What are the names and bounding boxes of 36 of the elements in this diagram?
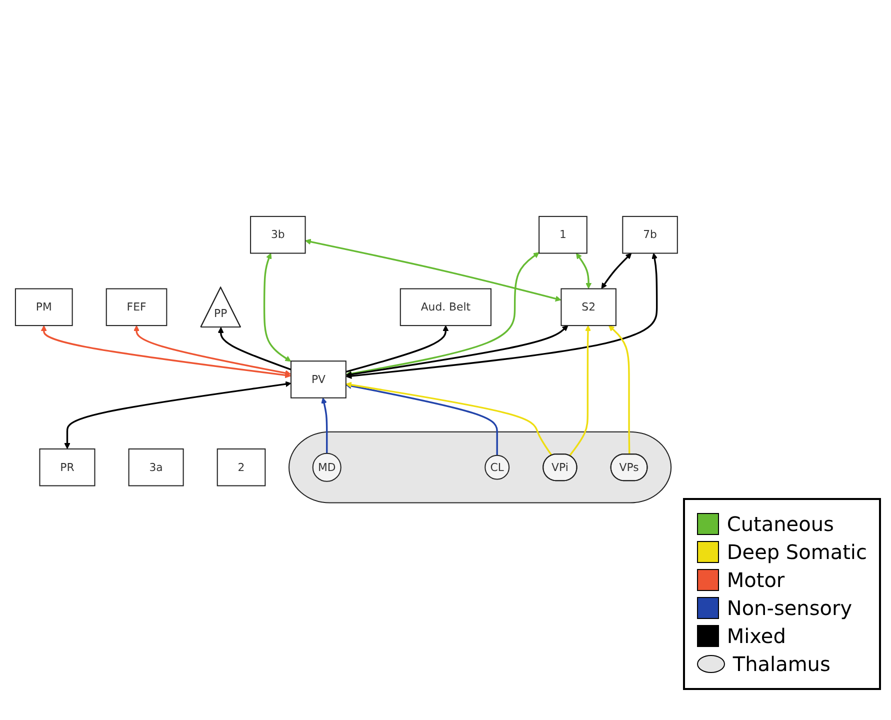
arrow: [305, 239, 562, 302]
legend-label: Motor: [726, 568, 785, 592]
arrow: [608, 326, 630, 455]
arrow: [40, 326, 292, 379]
node-box: PV: [290, 360, 346, 399]
node-box: Aud. Belt: [400, 288, 492, 326]
legend-label: Thalamus: [732, 652, 830, 676]
arrow: [134, 326, 292, 376]
legend-label: Non-sensory: [726, 596, 852, 620]
arrow: [346, 326, 568, 378]
legend-label: Deep Somatic: [726, 540, 867, 564]
arrow: [64, 382, 292, 450]
node-box: PR: [39, 448, 96, 487]
node-box: 2: [216, 448, 266, 487]
arrow: [346, 326, 449, 374]
arrow: [601, 253, 632, 290]
arrow: [568, 326, 591, 457]
node-box: 3b: [250, 216, 306, 254]
legend-label: Mixed: [726, 624, 786, 648]
arrow: [346, 382, 552, 456]
node-box: PM: [14, 288, 73, 326]
arrow: [346, 253, 658, 380]
node-circle: CL: [484, 455, 510, 480]
node-box: 7b: [622, 216, 678, 254]
node-box: FEF: [106, 288, 168, 326]
arrow: [218, 327, 292, 371]
node-circle: MD: [312, 453, 342, 482]
arrow: [576, 253, 592, 290]
node-box: S2: [560, 288, 616, 326]
node-box: 3a: [128, 448, 184, 487]
arrow: [321, 398, 328, 454]
node-box: 1: [538, 216, 588, 254]
arrow: [263, 253, 292, 362]
arrow: [346, 252, 540, 377]
legend-label: Cutaneous: [726, 512, 834, 536]
arrow: [346, 383, 498, 456]
